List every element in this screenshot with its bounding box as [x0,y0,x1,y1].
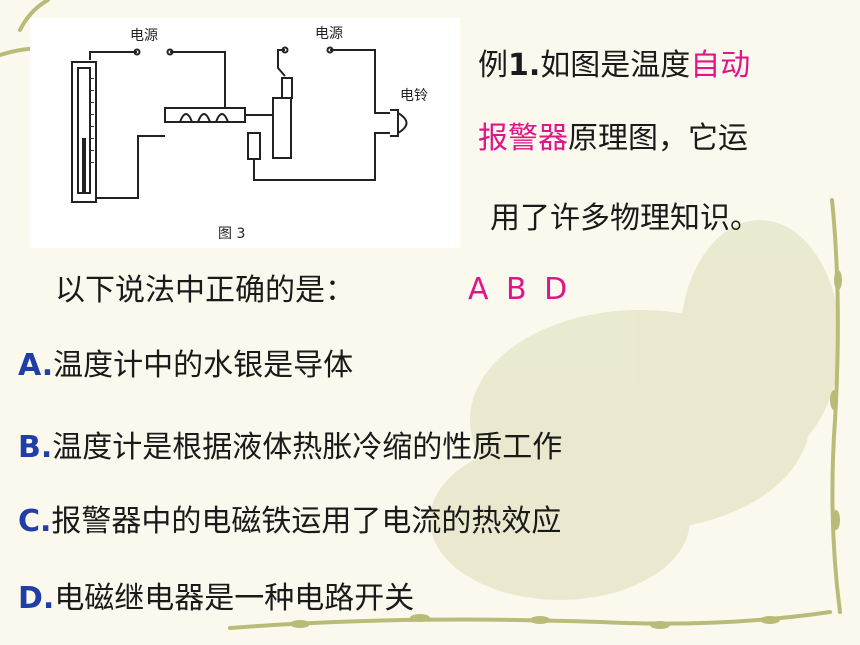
option-d: D.电磁继电器是一种电路开关 [18,573,414,617]
question-line-1: 例1.如图是温度自动 [478,40,750,84]
circuit-wires [71,46,408,203]
question-prompt: 以下说法中正确的是： [55,273,355,308]
question-text-1: 如图是温度 [540,48,691,83]
question-line-2: 报警器原理图，它运 [478,113,748,157]
question-line-3: 用了许多物理知识。 [490,201,760,236]
power-label-right: 电源 [315,26,343,42]
option-letter: A. [18,348,54,383]
option-letter: C. [18,504,52,539]
thermometer-scale [90,78,94,163]
example-prefix: 例 [478,48,508,83]
circuit-diagram: 电源 电源 电铃 图 3 [30,18,460,248]
bell-label: 电铃 [400,88,428,104]
option-b: B.温度计是根据液体热胀冷缩的性质工作 [18,422,562,466]
option-text: 温度计是根据液体热胀冷缩的性质工作 [52,430,563,465]
option-letter: B. [18,430,53,465]
highlight-text-1: 自动 [690,48,751,83]
question-text-2: 原理图，它运 [568,121,748,156]
option-text: 温度计中的水银是导体 [53,348,354,383]
option-text: 电磁继电器是一种电路开关 [54,581,415,616]
answer-text: A B D [468,272,572,307]
option-a: A.温度计中的水银是导体 [18,340,353,384]
option-letter: D. [18,581,55,616]
power-label-left: 电源 [130,28,158,44]
figure-caption: 图 3 [218,226,245,242]
option-c: C.报警器中的电磁铁运用了电流的热效应 [18,496,561,540]
option-text: 报警器中的电磁铁运用了电流的热效应 [51,504,562,539]
example-number: 1. [508,48,541,83]
highlight-text-2: 报警器 [478,121,568,156]
circuit-diagram-svg: 电源 电源 电铃 图 3 [71,26,428,242]
